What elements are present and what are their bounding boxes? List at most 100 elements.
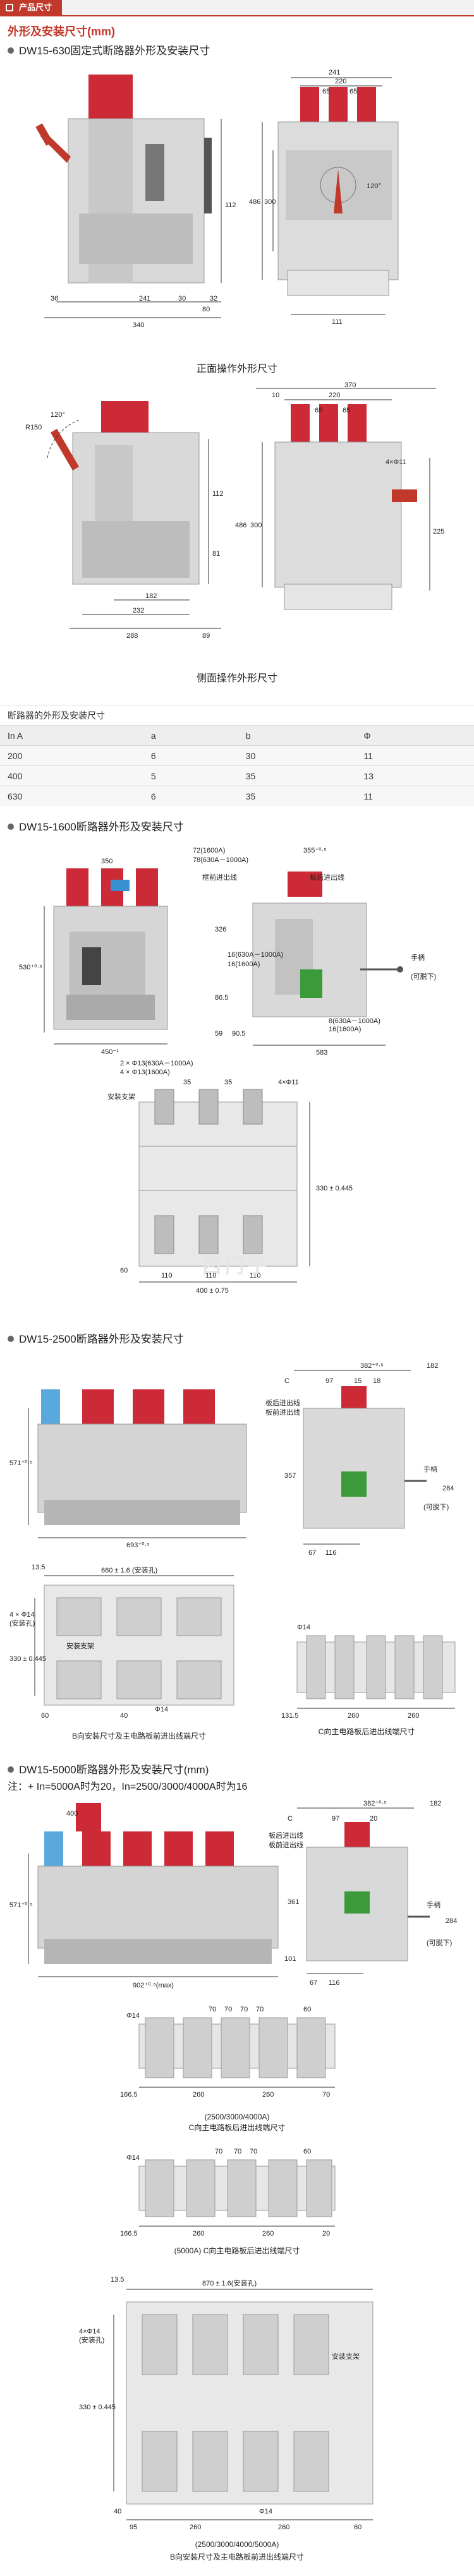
s1600-dim-16b: 16(1600A) bbox=[228, 961, 260, 968]
c-dim-phi14: Φ14 bbox=[297, 1624, 310, 1631]
dim-111: 111 bbox=[332, 318, 343, 326]
b-dim-660: 660 ± 1.6 (安装孔) bbox=[101, 1566, 157, 1574]
side-dim-10: 10 bbox=[272, 392, 279, 399]
dw15-630-front-drawing: 241 220 65 65 120° 486 300 112 36 241 30… bbox=[35, 69, 399, 329]
side-dim-angle: 120° bbox=[51, 411, 65, 419]
b5-dim-40: 40 bbox=[114, 2508, 121, 2515]
s5000-label-rear: 板后进出线 bbox=[269, 1831, 303, 1840]
dw15-630-title: DW15-630固定式断路器外形及安装尺寸 bbox=[8, 42, 210, 57]
b5-dim-holes-note: (安装孔) bbox=[79, 2335, 104, 2344]
s5000-label-removable: (可脱下) bbox=[427, 1938, 452, 1947]
table-caption: 断路器的外形及安装尺寸 bbox=[0, 705, 474, 726]
tab-product-dimensions[interactable]: 产品尺寸 bbox=[0, 0, 62, 15]
bullet-icon bbox=[8, 823, 14, 830]
mount-dim-330: 330 ± 0.445 bbox=[316, 1185, 353, 1192]
s2500-b-caption: B向安装尺寸及主电路板前进出线端尺寸 bbox=[71, 1732, 206, 1740]
s1600-dim-16a: 16(630A－1000A) bbox=[228, 951, 283, 959]
side-dim-232: 232 bbox=[133, 607, 144, 614]
c2-dim-70c: 70 bbox=[250, 2148, 257, 2155]
dw15-630-side-drawing: 370 10 220 R150 120° 4×Φ11 112 486 300 2… bbox=[25, 382, 444, 640]
dim-32: 32 bbox=[210, 295, 217, 303]
c2-dim-70a: 70 bbox=[215, 2148, 222, 2155]
s1600-dim-530: 530⁺⁰·⁵ bbox=[19, 964, 42, 971]
s1600-dim-90: 90.5 bbox=[232, 1030, 245, 1038]
b-dim-40: 40 bbox=[120, 1712, 128, 1720]
s2500-label-front: 板前进出线 bbox=[265, 1408, 300, 1417]
table-header: Φ bbox=[356, 725, 474, 746]
c2-dim-260a: 260 bbox=[193, 2230, 204, 2238]
s2500-dim-382: 382⁺⁰·⁵ bbox=[360, 1362, 384, 1370]
s2500-dim-15: 15 bbox=[354, 1377, 362, 1385]
s5000-dim-382: 382⁺⁰·⁵ bbox=[363, 1800, 387, 1807]
s2500-dim-693: 693⁺⁰·⁵ bbox=[126, 1542, 150, 1549]
s1600-dim-72: 72(1600A) bbox=[193, 847, 225, 854]
c2-dim-20: 20 bbox=[322, 2230, 330, 2238]
s1600-dim-8: 8(630A－1000A) bbox=[329, 1017, 380, 1025]
side-dim-r150: R150 bbox=[25, 424, 42, 431]
dim-241-top: 241 bbox=[329, 69, 340, 76]
c1-dim-phi14: Φ14 bbox=[126, 2012, 140, 2020]
dw15-1600-title: DW15-1600断路器外形及安装尺寸 bbox=[8, 818, 184, 834]
s1600-dim-86: 86.5 bbox=[215, 994, 228, 1002]
c-dim-131: 131.5 bbox=[281, 1712, 299, 1720]
s5000-dim-400: 400 bbox=[66, 1810, 78, 1818]
side-dim-300: 300 bbox=[250, 522, 262, 529]
dw15-2500-b-view: 13.5 660 ± 1.6 (安装孔) 4 × Φ14 (安装孔) 安装支架 … bbox=[9, 1564, 234, 1720]
s1600-dim-450: 450⁻¹ bbox=[101, 1048, 119, 1056]
dw15-2500-main-drawing: 571⁺⁰·⁵ 693⁺⁰·⁵ 382⁺⁰·⁵ 182 C 97 15 18 板… bbox=[9, 1362, 454, 1557]
s1600-label-removable: (可脱下) bbox=[411, 972, 436, 981]
s1600-dim-78: 78(630A－1000A) bbox=[193, 856, 248, 864]
s5000-label-c: C bbox=[288, 1815, 293, 1823]
dim-80: 80 bbox=[202, 306, 210, 313]
side-dim-486: 486 bbox=[235, 522, 246, 529]
dim-65-a: 65 bbox=[322, 88, 330, 95]
bullet-icon bbox=[8, 1766, 14, 1773]
c2-caption: (5000A) C向主电路板后进出线端尺寸 bbox=[174, 2246, 300, 2255]
s1600-label-handle: 手柄 bbox=[411, 953, 425, 962]
side-dim-220: 220 bbox=[329, 392, 340, 399]
mount-holes-3: 4×Φ11 bbox=[278, 1079, 299, 1086]
s5000-dim-361: 361 bbox=[288, 1898, 299, 1906]
s1600-dim-355: 355⁺⁰·⁵ bbox=[303, 847, 327, 854]
b5-caption-2: B向安装尺寸及主电路板前进出线端尺寸 bbox=[169, 2553, 304, 2561]
b5-dim-330: 330 ± 0.445 bbox=[79, 2404, 116, 2411]
s1600-label-front: 框前进出线 bbox=[202, 873, 237, 882]
c2-dim-260b: 260 bbox=[262, 2230, 274, 2238]
b5-dim-260b: 260 bbox=[278, 2524, 289, 2531]
side-dim-65b: 65 bbox=[343, 407, 350, 414]
dw15-2500-title: DW15-2500断路器外形及安装尺寸 bbox=[8, 1330, 184, 1346]
s2500-dim-357: 357 bbox=[284, 1472, 296, 1480]
s2500-label-c: C bbox=[284, 1377, 289, 1385]
s2500-label-rear: 板后进出线 bbox=[265, 1398, 300, 1407]
mount-label-bracket: 安装支架 bbox=[107, 1092, 135, 1101]
s1600-dim-16c: 16(1600A) bbox=[329, 1026, 361, 1033]
s2500-label-handle: 手柄 bbox=[423, 1465, 437, 1473]
mount-dim-110b: 110 bbox=[205, 1272, 217, 1279]
bullet-icon bbox=[8, 47, 14, 54]
s1600-dim-326: 326 bbox=[215, 926, 226, 933]
mount-holes-2: 4 × Φ13(1600A) bbox=[120, 1069, 170, 1076]
dw15-2500-c-view: Φ14 131.5 260 260 bbox=[281, 1624, 456, 1720]
dim-112: 112 bbox=[225, 201, 236, 209]
table-header: a bbox=[143, 725, 238, 746]
dw15-1600-mount-drawing: 2 × Φ13(630A－1000A) 4 × Φ13(1600A) 35 35… bbox=[107, 1060, 353, 1295]
c1-dim-70c: 70 bbox=[240, 2006, 248, 2013]
c1-caption: (2500/3000/4000A) bbox=[204, 2112, 270, 2121]
dw15-5000-b-view: 13.5 870 ± 1.6(安装孔) 4×Φ14 (安装孔) 安装支架 330… bbox=[79, 2276, 374, 2531]
side-dim-holes: 4×Φ11 bbox=[386, 458, 406, 466]
mount-dim-400: 400 ± 0.75 bbox=[196, 1287, 229, 1295]
dim-220-top: 220 bbox=[335, 78, 346, 85]
c2-dim-phi14: Φ14 bbox=[126, 2154, 140, 2162]
c2-dim-70b: 70 bbox=[234, 2148, 241, 2155]
c1-dim-260a: 260 bbox=[193, 2091, 204, 2099]
s5000-dim-571: 571⁺⁰·⁵ bbox=[9, 1902, 33, 1909]
s2500-dim-116: 116 bbox=[325, 1549, 337, 1557]
table-header: In A bbox=[0, 725, 143, 746]
c1-dim-70e: 70 bbox=[322, 2091, 330, 2099]
s5000-label-handle: 手柄 bbox=[427, 1900, 441, 1909]
c2-dim-166: 166.5 bbox=[120, 2230, 138, 2238]
s1600-dim-59: 59 bbox=[215, 1030, 222, 1038]
s2500-dim-67: 67 bbox=[308, 1549, 316, 1557]
